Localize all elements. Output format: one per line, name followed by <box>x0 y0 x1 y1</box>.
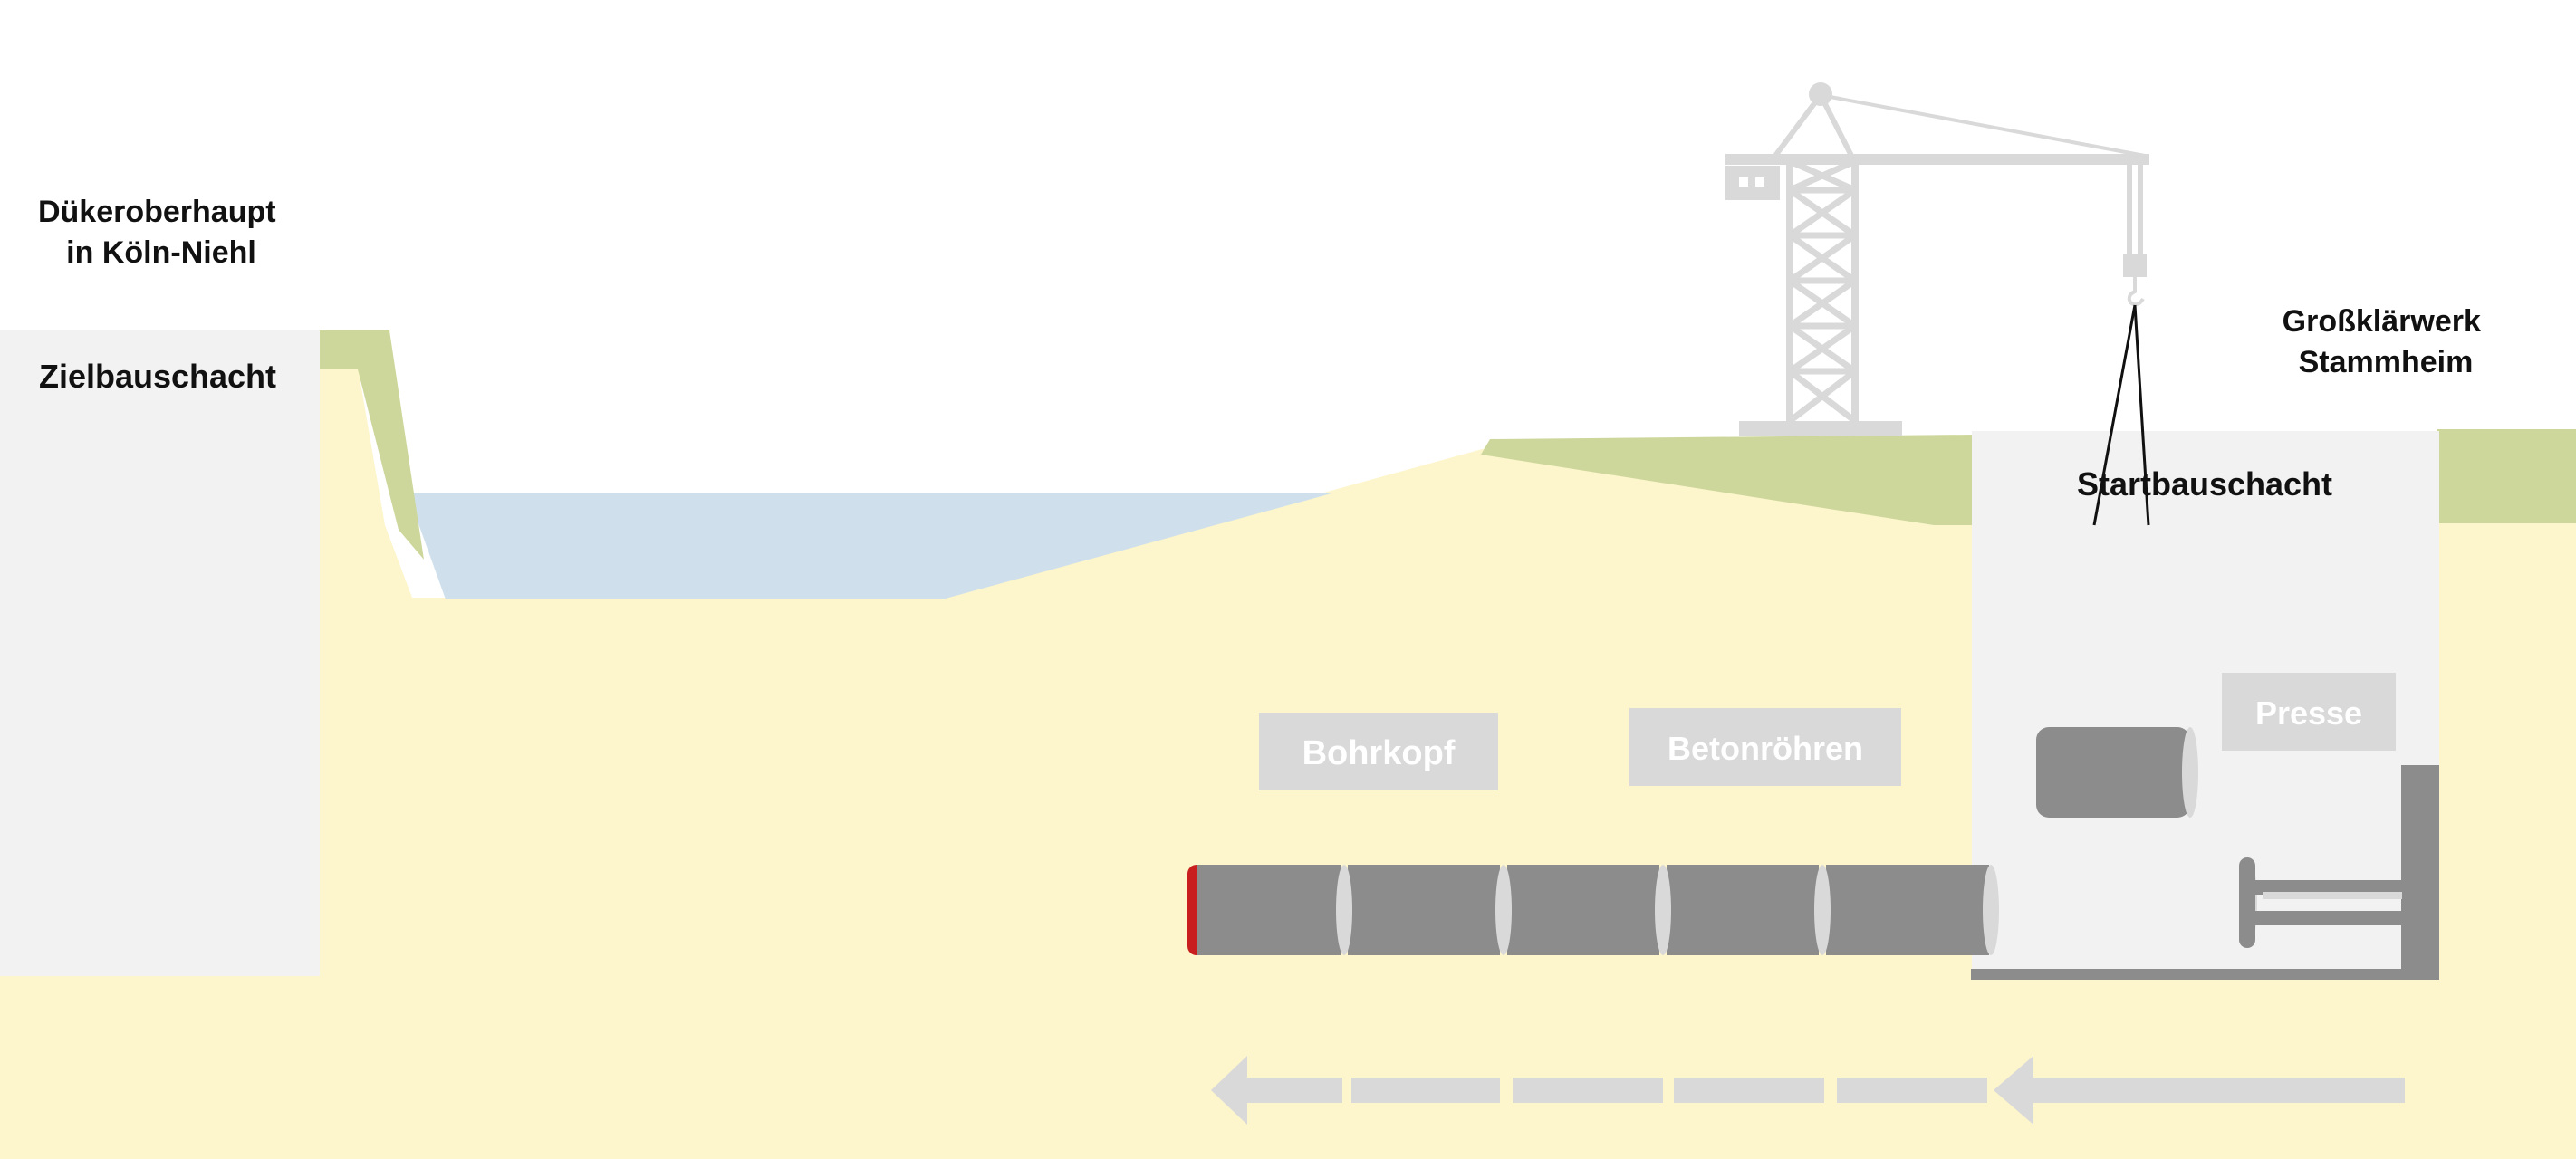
plant-label: Großklärwerk Stammheim <box>2283 304 2490 379</box>
hydraulic-press-icon <box>2239 857 2402 948</box>
left-bank-grass <box>317 330 424 560</box>
press-label-box <box>2222 673 2396 751</box>
crane-cables <box>2092 304 2150 526</box>
plant-line-2: Stammheim <box>2299 345 2474 379</box>
target-site-label: Dükeroberhaupt in Köln-Niehl <box>38 195 284 270</box>
hanging-pipe <box>2036 727 2190 818</box>
drill-head-label-box <box>1259 713 1498 790</box>
drill-head <box>1197 865 1341 955</box>
right-bank-grass <box>1481 435 1975 525</box>
concrete-pipes-label: Betonröhren <box>1668 730 1863 767</box>
target-shaft <box>0 330 320 976</box>
concrete-pipe-4 <box>1826 865 1989 955</box>
target-site-line-1: Dükeroberhaupt <box>38 195 276 229</box>
concrete-pipes-label-box <box>1629 708 1901 786</box>
press-label: Presse <box>2255 694 2362 732</box>
press-wall <box>2401 765 2439 978</box>
far-right-grass <box>2437 429 2576 523</box>
target-shaft-label: Zielbauschacht <box>39 358 276 395</box>
drive-direction-arrow-icon <box>1211 1056 2405 1125</box>
tower-crane-icon <box>1725 82 2149 436</box>
start-shaft-label: Startbauschacht <box>2077 465 2332 503</box>
plant-line-1: Großklärwerk <box>2283 304 2481 339</box>
concrete-pipe-2 <box>1507 865 1659 955</box>
river-water <box>408 493 1331 599</box>
target-site-line-2: in Köln-Niehl <box>66 235 256 270</box>
start-shaft-floor <box>1971 969 2439 980</box>
concrete-pipe-3 <box>1667 865 1819 955</box>
concrete-pipe-1 <box>1348 865 1500 955</box>
pipe-joints <box>1336 865 1999 955</box>
drill-head-label: Bohrkopf <box>1302 734 1456 772</box>
hanging-pipe-end <box>2182 727 2198 818</box>
